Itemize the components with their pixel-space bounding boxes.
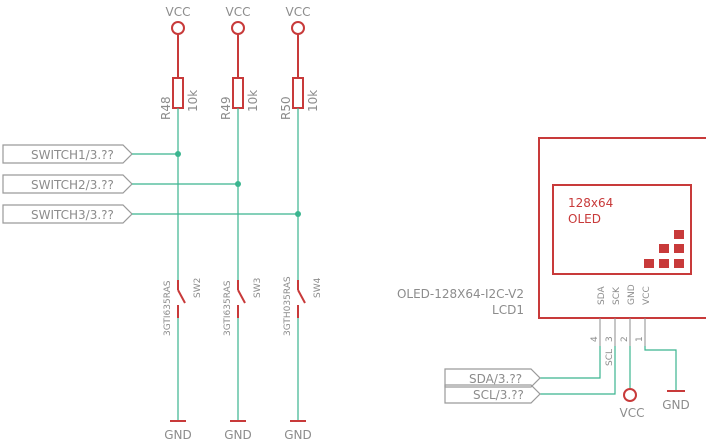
net-label-switch1[interactable]	[2, 144, 133, 164]
net-label-text: SDA/3.??	[469, 372, 522, 386]
oled-ref: LCD1	[492, 303, 524, 317]
switch-sw4[interactable]	[297, 289, 306, 304]
net-label-scl[interactable]	[444, 384, 541, 404]
oled-vcc-symbol: VCC	[620, 388, 645, 420]
pin-name-gnd: GND	[627, 284, 637, 305]
pin-name-vcc: VCC	[642, 286, 652, 305]
gnd-label: GND	[662, 398, 690, 412]
vcc-label: VCC	[620, 406, 645, 420]
column-1: VCC R48 10k 3GTI635RAS SW2 GND	[159, 5, 203, 442]
column-3: VCC R50 10k 3GTH035RAS SW4 GND	[279, 5, 323, 442]
net-label-switch2[interactable]	[2, 174, 133, 194]
switch-sw3[interactable]	[237, 289, 246, 304]
switch-ref: SW4	[313, 277, 323, 298]
vcc-label: VCC	[226, 5, 251, 19]
net-label-switch3[interactable]	[2, 204, 133, 224]
oled-gnd-symbol: GND	[662, 390, 690, 412]
resistor-ref: R49	[219, 96, 233, 120]
gnd-label: GND	[224, 428, 252, 442]
column-2: VCC R49 10k 3GTI635RAS SW3 GND	[219, 5, 263, 442]
pin-number: 3	[605, 336, 615, 342]
pin-name-sck: SCK	[612, 286, 622, 305]
vcc-symbol	[291, 21, 305, 35]
wire-vcc-pin	[644, 346, 677, 390]
net-label-text: SCL/3.??	[473, 388, 524, 402]
resistor-r49[interactable]	[232, 77, 244, 109]
net-label-text: SWITCH1/3.??	[31, 148, 114, 162]
oled-screen	[552, 184, 692, 275]
resistor-ref: R50	[279, 96, 293, 120]
pin-number: 4	[590, 336, 600, 342]
resistor-ref: R48	[159, 96, 173, 120]
resistor-value: 10k	[186, 90, 200, 112]
gnd-label: GND	[164, 428, 192, 442]
switch-net-labels: SWITCH1/3.?? SWITCH2/3.?? SWITCH3/3.??	[2, 144, 298, 224]
switch-ref: SW2	[193, 278, 203, 298]
scl-net-short: SCL	[605, 349, 615, 366]
vcc-symbol	[171, 21, 185, 35]
oled-part-name: OLED-128X64-I2C-V2	[397, 287, 524, 301]
net-label-text: SWITCH2/3.??	[31, 178, 114, 192]
resistor-r48[interactable]	[172, 77, 184, 109]
pin-number: 2	[620, 336, 630, 342]
switch-ref: SW3	[253, 278, 263, 298]
gnd-label: GND	[284, 428, 312, 442]
switch-part: 3GTI635RAS	[163, 280, 173, 336]
pin-number: 1	[635, 336, 645, 342]
net-label-sda[interactable]	[444, 368, 541, 388]
oled-screen-line1: 128x64	[568, 196, 613, 210]
oled-outline[interactable]	[538, 137, 706, 319]
vcc-label: VCC	[286, 5, 311, 19]
vcc-label: VCC	[166, 5, 191, 19]
oled-pixel-icon	[644, 230, 684, 268]
resistor-r50[interactable]	[292, 77, 304, 109]
vcc-symbol	[231, 21, 245, 35]
resistor-value: 10k	[246, 90, 260, 112]
oled-module: 128x64 OLED SDA SCK GND VCC OLED-128X64-…	[397, 137, 706, 395]
wire-scl	[540, 346, 616, 395]
switch-part: 3GTH035RAS	[283, 276, 293, 336]
oled-net-labels: SDA/3.?? SCL/3.??	[444, 368, 541, 404]
pin-name-sda: SDA	[597, 286, 607, 305]
oled-screen-line2: OLED	[568, 212, 601, 226]
resistor-value: 10k	[306, 90, 320, 112]
net-label-text: SWITCH3/3.??	[31, 208, 114, 222]
wire-sda	[540, 346, 601, 379]
switch-sw2[interactable]	[177, 289, 186, 304]
switch-part: 3GTI635RAS	[223, 280, 233, 336]
